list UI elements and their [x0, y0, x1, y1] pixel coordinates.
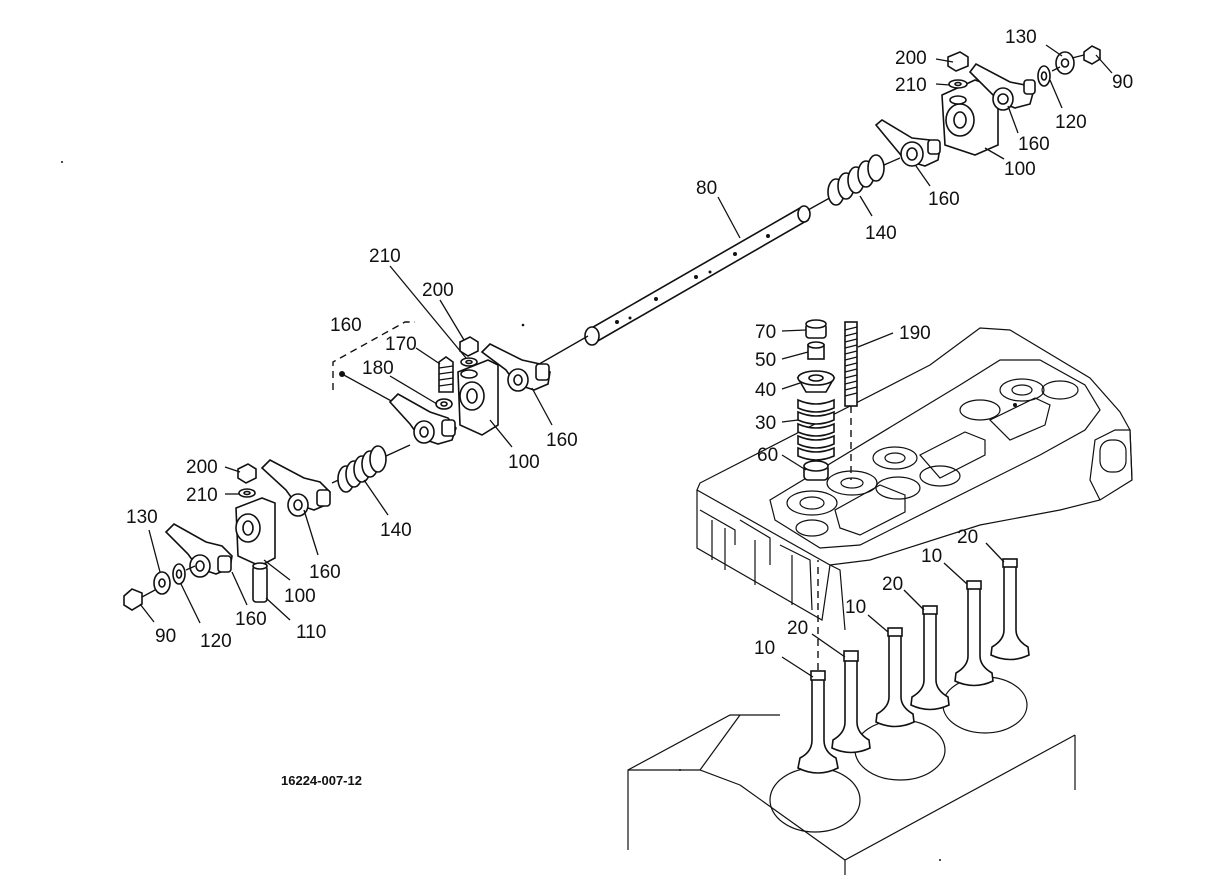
cylinder-head [696, 327, 1133, 631]
callout-170: 170 [385, 334, 417, 355]
callout-40: 40 [755, 380, 776, 401]
callout-110: 110 [296, 622, 326, 643]
callout-100-middle: 100 [508, 452, 540, 473]
callout-120-top-right: 120 [1055, 112, 1087, 133]
callout-90-left: 90 [155, 626, 176, 647]
retainer-40 [796, 370, 836, 393]
callout-20-valve-c: 20 [787, 618, 808, 639]
callout-10-valve-a: 10 [754, 638, 775, 659]
callout-160-left-1: 160 [309, 562, 341, 583]
callout-70: 70 [755, 322, 776, 343]
callout-160-top-right-1: 160 [1018, 134, 1050, 155]
stud-190 [844, 321, 858, 480]
callout-10-valve-c: 10 [921, 546, 942, 567]
valve-10-c [954, 580, 994, 687]
callout-20-valve-b: 20 [882, 574, 903, 595]
callout-160-middle-group: 160 [330, 315, 362, 336]
callout-140-middle: 140 [865, 223, 897, 244]
callout-160-top-right-2: 160 [928, 189, 960, 210]
callout-140-left: 140 [380, 520, 412, 541]
callout-130-left: 130 [126, 507, 158, 528]
callout-10-valve-b: 10 [845, 597, 866, 618]
rocker-group-middle [332, 321, 551, 445]
callout-200-left: 200 [186, 457, 218, 478]
callout-100-top-right: 100 [1004, 159, 1036, 180]
spring-140-left [331, 444, 411, 493]
callout-160-middle: 160 [546, 430, 578, 451]
rocker-group-top-right [874, 45, 1101, 167]
callout-130-top-right: 130 [1005, 27, 1037, 48]
callout-210-left: 210 [186, 485, 218, 506]
valve-spring-stack [796, 319, 858, 481]
callout-210-top-right: 210 [895, 75, 927, 96]
valve-10-a [797, 670, 839, 774]
callout-50: 50 [755, 350, 776, 371]
callout-30: 30 [755, 413, 776, 434]
callout-190: 190 [899, 323, 931, 344]
valve-10-b [875, 627, 915, 728]
spring-140-top [827, 154, 901, 206]
callout-200-middle: 200 [422, 280, 454, 301]
callout-210-middle: 210 [369, 246, 401, 267]
valve-20-a [831, 650, 871, 754]
valve-20-c [990, 558, 1030, 661]
callout-200-top-right: 200 [895, 48, 927, 69]
leader-lines [61, 44, 1113, 678]
valve-cap-70 [805, 319, 827, 339]
drawing-code: 16224-007-12 [281, 773, 362, 788]
callout-160-left-2: 160 [235, 609, 267, 630]
seal-60 [803, 460, 829, 481]
valve-spring-30 [797, 398, 835, 461]
collet-50 [807, 341, 825, 360]
callout-90-top-right: 90 [1112, 72, 1133, 93]
callout-labels: 200 210 130 90 120 160 100 160 80 140 21… [126, 27, 1133, 788]
callout-100-left: 100 [284, 586, 316, 607]
callout-80: 80 [696, 178, 717, 199]
callout-60: 60 [757, 445, 778, 466]
callout-20-valve-a: 20 [957, 527, 978, 548]
rocker-group-left [123, 459, 331, 611]
callout-120-left: 120 [200, 631, 232, 652]
callout-180: 180 [362, 358, 394, 379]
valve-20-b [910, 605, 950, 711]
rocker-shaft-80 [519, 194, 836, 376]
valves [797, 558, 1030, 774]
